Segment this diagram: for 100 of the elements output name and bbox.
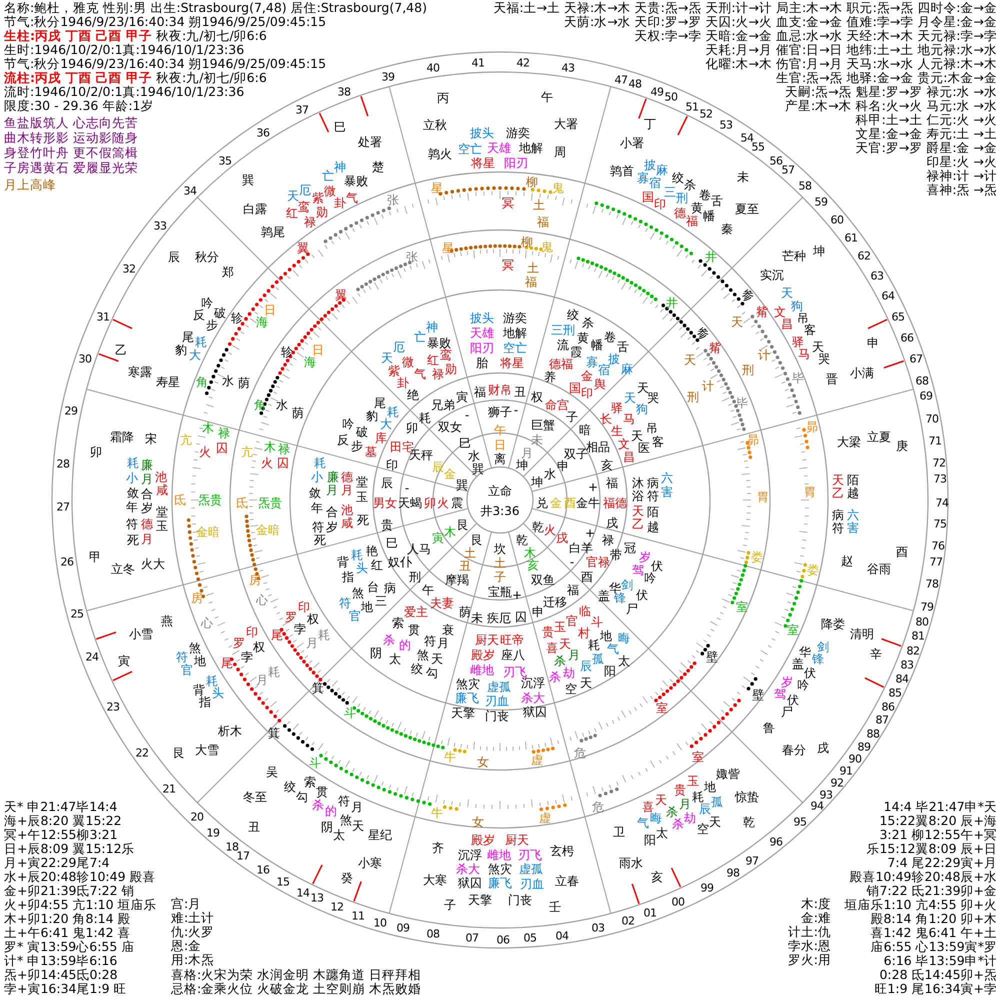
info-line: 计* 申13:59毕6:16 bbox=[4, 955, 118, 968]
chart-label: 天 bbox=[559, 638, 571, 650]
chart-label: 耗 bbox=[195, 336, 207, 348]
chart-label: 六 bbox=[847, 509, 859, 521]
chart-label: 日 bbox=[264, 304, 276, 316]
chart-label: 寡 bbox=[586, 356, 598, 368]
degree-number: 65 bbox=[892, 312, 904, 322]
chart-label: 艳 bbox=[366, 545, 378, 557]
chart-label: 堂 bbox=[356, 476, 368, 488]
degree-number: 96 bbox=[770, 836, 782, 848]
info-line: 用:木炁 bbox=[171, 954, 214, 966]
chart-label: 破 bbox=[356, 426, 368, 438]
chart-label: 孛 bbox=[294, 623, 306, 635]
chart-label: 参 bbox=[742, 289, 754, 301]
chart-label: 月 bbox=[141, 533, 153, 545]
chart-label: 背 bbox=[193, 684, 205, 696]
chart-label: 大雪 bbox=[195, 744, 219, 756]
chart-label: 财帛 bbox=[488, 384, 512, 396]
info-line: 孛水:恩 bbox=[788, 940, 831, 952]
chart-label: 年 bbox=[311, 502, 323, 514]
chart-label: 紫 bbox=[388, 365, 400, 377]
chart-label: 福 bbox=[686, 215, 698, 227]
chart-label: 柳 bbox=[526, 176, 538, 188]
chart-label: 小 bbox=[126, 472, 138, 484]
info-line: 销7:22 氐21:39卯+金 bbox=[866, 885, 997, 898]
degree-number: 89 bbox=[858, 742, 870, 752]
chart-label: 玄枵 bbox=[550, 845, 574, 857]
chart-label: 越 bbox=[847, 487, 859, 499]
degree-number: 40 bbox=[426, 62, 440, 74]
info-line: 天* 申21:47毕14:4 bbox=[4, 801, 118, 814]
chart-label: 丑 bbox=[459, 560, 471, 572]
chart-label: 华 bbox=[799, 646, 811, 658]
chart-label: 福 bbox=[537, 216, 549, 228]
chart-label: 寿星 bbox=[156, 376, 180, 388]
chart-label: 玉 bbox=[156, 520, 168, 532]
degree-number: 29 bbox=[64, 406, 78, 416]
chart-label: 生 bbox=[611, 425, 623, 437]
chart-label: 白羊 bbox=[569, 542, 593, 554]
chart-label: 处署 bbox=[358, 136, 382, 148]
degree-number: 72 bbox=[932, 458, 946, 468]
chart-label: 的 bbox=[325, 805, 337, 817]
chart-label: 木 bbox=[264, 441, 276, 453]
chart-label: 壁 bbox=[706, 651, 718, 663]
chart-label: 阳 bbox=[604, 665, 616, 677]
chart-label: 实沉 bbox=[760, 269, 784, 281]
chart-label: 天 bbox=[287, 190, 299, 202]
chart-label: 娄 bbox=[751, 551, 763, 563]
info-line: 禄神:计 →计 bbox=[926, 170, 997, 182]
chart-label: 壁 bbox=[752, 689, 764, 701]
degree-number: 91 bbox=[840, 766, 852, 776]
chart-label: 月 bbox=[351, 801, 363, 813]
chart-label: 游奕 bbox=[503, 312, 527, 324]
chart-label: 宋 bbox=[145, 433, 157, 445]
chart-label: 娵訾 bbox=[716, 768, 740, 780]
chart-label: 贯 bbox=[316, 786, 328, 798]
chart-label: 敛 bbox=[127, 487, 139, 499]
chart-label: 囚 bbox=[515, 611, 527, 623]
chart-label: 立命 bbox=[488, 485, 512, 497]
chart-label: 三 bbox=[664, 186, 676, 198]
chart-label: 金暗 bbox=[256, 524, 280, 536]
chart-label: 沐 bbox=[632, 477, 644, 489]
chart-label: 宿 bbox=[598, 364, 610, 376]
chart-label: 谷雨 bbox=[867, 563, 891, 575]
chart-label: 喜 bbox=[642, 801, 654, 813]
chart-label: 指 bbox=[199, 696, 211, 708]
chart-label: 土 bbox=[464, 547, 476, 559]
chart-label: 天 bbox=[431, 653, 443, 665]
chart-label: 廉 bbox=[141, 459, 153, 471]
chart-label: 锋 bbox=[812, 653, 824, 665]
chart-label: 寡 bbox=[637, 172, 649, 184]
chart-label: 戌 bbox=[817, 742, 829, 754]
chart-label: 孤 bbox=[592, 653, 604, 665]
chart-label: 翼 bbox=[297, 242, 309, 254]
chart-label: 张 bbox=[387, 194, 399, 206]
chart-label: 辰 bbox=[168, 251, 180, 263]
chart-label: 男女 bbox=[373, 497, 397, 509]
chart-label: 舌 bbox=[711, 195, 723, 207]
degree-number: 47 bbox=[614, 74, 628, 86]
chart-label: 奴仆 bbox=[388, 556, 412, 568]
chart-label: 觜 bbox=[756, 306, 768, 318]
chart-label: 冬至 bbox=[243, 791, 267, 803]
chart-label: 心 bbox=[201, 617, 213, 629]
chart-label: 乾 bbox=[516, 534, 528, 546]
chart-label: 迁移 bbox=[543, 596, 567, 608]
chart-label: 辛 bbox=[870, 648, 882, 660]
chart-label: 步 bbox=[206, 319, 218, 331]
info-line: 金:难 bbox=[800, 912, 831, 924]
info-line: 名称:鲍杜，雅克 性别:男 出生:Strasbourg(7,48) 居住:Strasbourg(7,48) bbox=[4, 2, 427, 14]
degree-number: 52 bbox=[700, 108, 712, 120]
chart-label: 杀大 bbox=[521, 692, 545, 704]
degree-number: 66 bbox=[900, 332, 914, 344]
chart-label: 贵 bbox=[542, 626, 554, 638]
chart-label: 海 bbox=[304, 356, 316, 368]
degree-number: 59 bbox=[814, 196, 828, 208]
chart-label: 三刑 bbox=[551, 324, 575, 336]
chart-label: 析木 bbox=[218, 725, 242, 737]
chart-label: 土 bbox=[494, 557, 506, 569]
chart-label: 吴 bbox=[266, 766, 278, 778]
chart-label: 坤 bbox=[531, 476, 543, 488]
chart-label: 勋 bbox=[316, 206, 328, 218]
